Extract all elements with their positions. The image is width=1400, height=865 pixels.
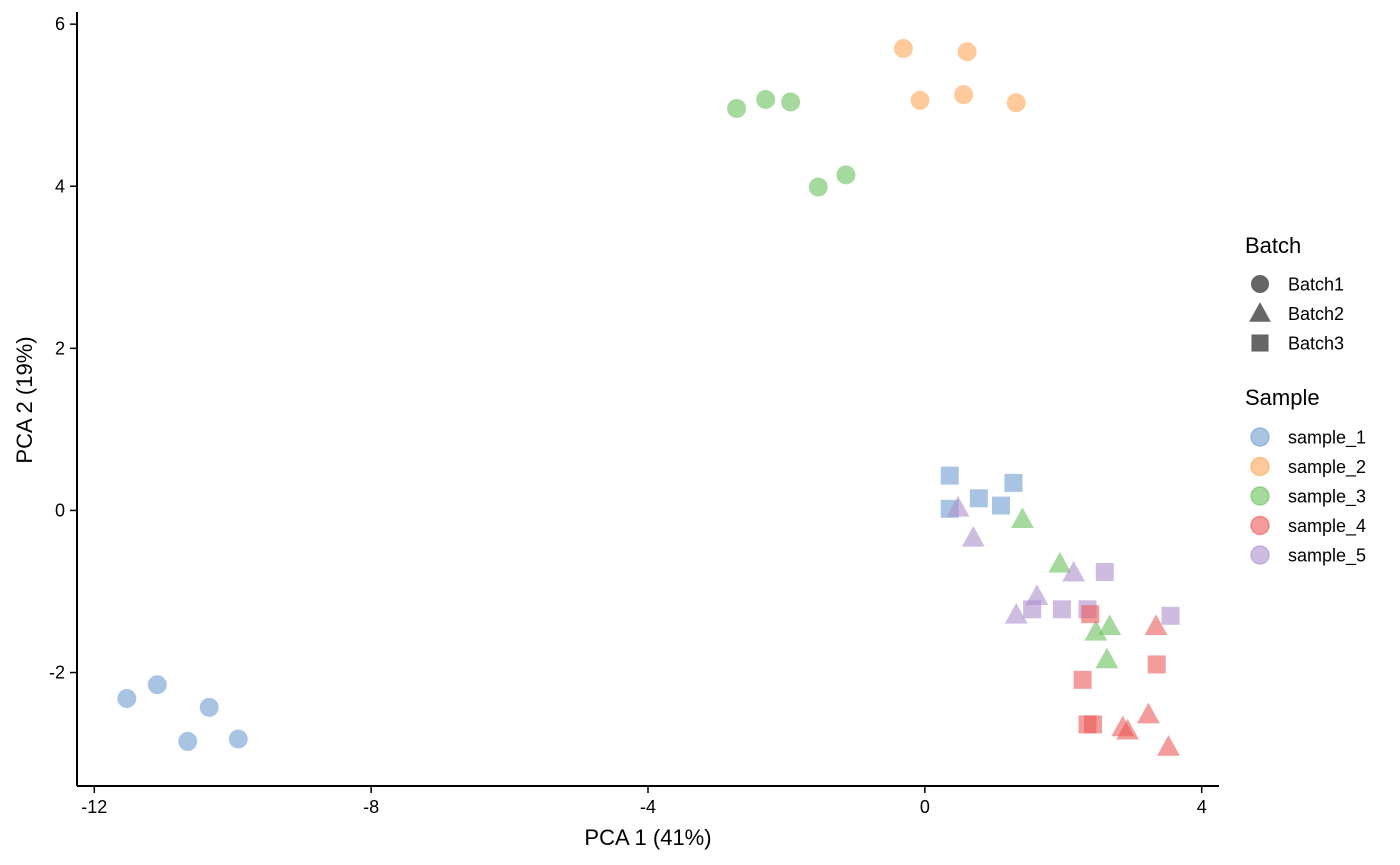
- legend-sample-label: sample_2: [1288, 457, 1366, 478]
- data-point-sample_1-batch3: [991, 496, 1010, 515]
- legend-sample-label: sample_3: [1288, 487, 1366, 508]
- data-point-sample_3-batch2: [1098, 614, 1122, 635]
- x-tick-label: 4: [1197, 797, 1207, 817]
- data-point-sample_3-batch1: [836, 165, 856, 185]
- x-tick-label: -8: [363, 797, 379, 817]
- legend-triangle-icon: [1249, 302, 1271, 322]
- data-point-sample_1-batch1: [117, 688, 137, 708]
- data-point-sample_3-batch2: [1048, 551, 1072, 573]
- data-point-sample_4-batch3: [1073, 670, 1092, 689]
- points-layer: [117, 38, 1180, 756]
- x-axis-title: PCA 1 (41%): [584, 825, 711, 850]
- data-point-sample_4-batch2: [1116, 718, 1140, 740]
- x-ticks: -12 -8 -4 0 4: [81, 786, 1207, 817]
- data-point-sample_5-batch2: [946, 496, 970, 517]
- data-point-sample_3-batch2: [1084, 620, 1108, 641]
- data-point-sample_4-batch2: [1137, 702, 1160, 724]
- data-point-sample_4-batch3: [1081, 605, 1100, 624]
- data-point-sample_1-batch1: [178, 731, 198, 751]
- data-point-sample_5-batch3: [1095, 563, 1114, 582]
- data-point-sample_3-batch1: [727, 98, 747, 118]
- y-ticks: -2 0 2 4 6: [49, 14, 77, 683]
- legend-sample-items: sample_1 sample_2 sample_3 sample_4 sample_5: [1250, 427, 1366, 567]
- data-point-sample_2-batch1: [910, 90, 930, 110]
- data-point-sample_3-batch1: [781, 92, 801, 112]
- legend-sample-label: sample_5: [1288, 546, 1366, 567]
- data-point-sample_3-batch1: [756, 90, 776, 110]
- data-point-sample_4-batch2: [1157, 735, 1180, 756]
- data-point-sample_1-batch3: [940, 466, 959, 485]
- y-axis-title: PCA 2 (19%): [12, 336, 37, 463]
- data-point-sample_1-batch3: [969, 489, 988, 508]
- data-point-sample_2-batch1: [954, 85, 974, 105]
- legend-batch-label: Batch1: [1288, 275, 1344, 295]
- data-point-sample_5-batch2: [1025, 584, 1049, 605]
- legend-square-icon: [1251, 334, 1269, 352]
- legend-color-swatch-icon: [1250, 515, 1270, 536]
- x-tick-label: -4: [640, 797, 656, 817]
- data-point-sample_1-batch1: [199, 697, 219, 717]
- legend-batch-label: Batch3: [1288, 334, 1344, 354]
- data-point-sample_5-batch2: [1062, 560, 1086, 582]
- data-point-sample_3-batch2: [1095, 647, 1119, 669]
- legend-circle-icon: [1250, 274, 1270, 294]
- legend-sample-label: sample_4: [1288, 516, 1366, 537]
- data-point-sample_3-batch1: [808, 177, 828, 197]
- x-tick-label: -12: [81, 797, 107, 817]
- data-point-sample_4-batch2: [1144, 614, 1168, 635]
- data-point-sample_1-batch1: [228, 729, 248, 749]
- data-point-sample_2-batch1: [957, 42, 977, 62]
- data-point-sample_4-batch3: [1084, 715, 1103, 734]
- data-point-sample_5-batch2: [1004, 602, 1028, 624]
- y-tick-label: 2: [55, 338, 65, 358]
- legend-color-swatch-icon: [1250, 427, 1270, 447]
- y-tick-label: 0: [55, 500, 65, 520]
- y-tick-label: -2: [49, 663, 65, 683]
- data-point-sample_5-batch3: [1052, 600, 1071, 619]
- legend-color-swatch-icon: [1250, 545, 1270, 565]
- legend-sample-label: sample_1: [1288, 428, 1366, 449]
- legend-sample-title: Sample: [1245, 385, 1320, 410]
- x-tick-label: 0: [920, 797, 930, 817]
- data-point-sample_4-batch3: [1147, 655, 1166, 674]
- legend-batch-title: Batch: [1245, 233, 1301, 258]
- data-point-sample_3-batch2: [1011, 507, 1034, 528]
- data-point-sample_5-batch3: [1023, 600, 1042, 619]
- y-tick-label: 4: [55, 176, 65, 196]
- y-tick-label: 6: [55, 14, 65, 34]
- data-point-sample_5-batch3: [1161, 606, 1180, 625]
- data-point-sample_1-batch3: [1004, 473, 1023, 492]
- data-point-sample_1-batch1: [147, 675, 167, 695]
- legend-color-swatch-icon: [1250, 486, 1270, 506]
- legend-batch-label: Batch2: [1288, 304, 1344, 324]
- data-point-sample_2-batch1: [893, 38, 913, 58]
- legend-color-swatch-icon: [1250, 456, 1270, 477]
- data-point-sample_5-batch2: [961, 525, 985, 547]
- data-point-sample_2-batch1: [1006, 93, 1026, 113]
